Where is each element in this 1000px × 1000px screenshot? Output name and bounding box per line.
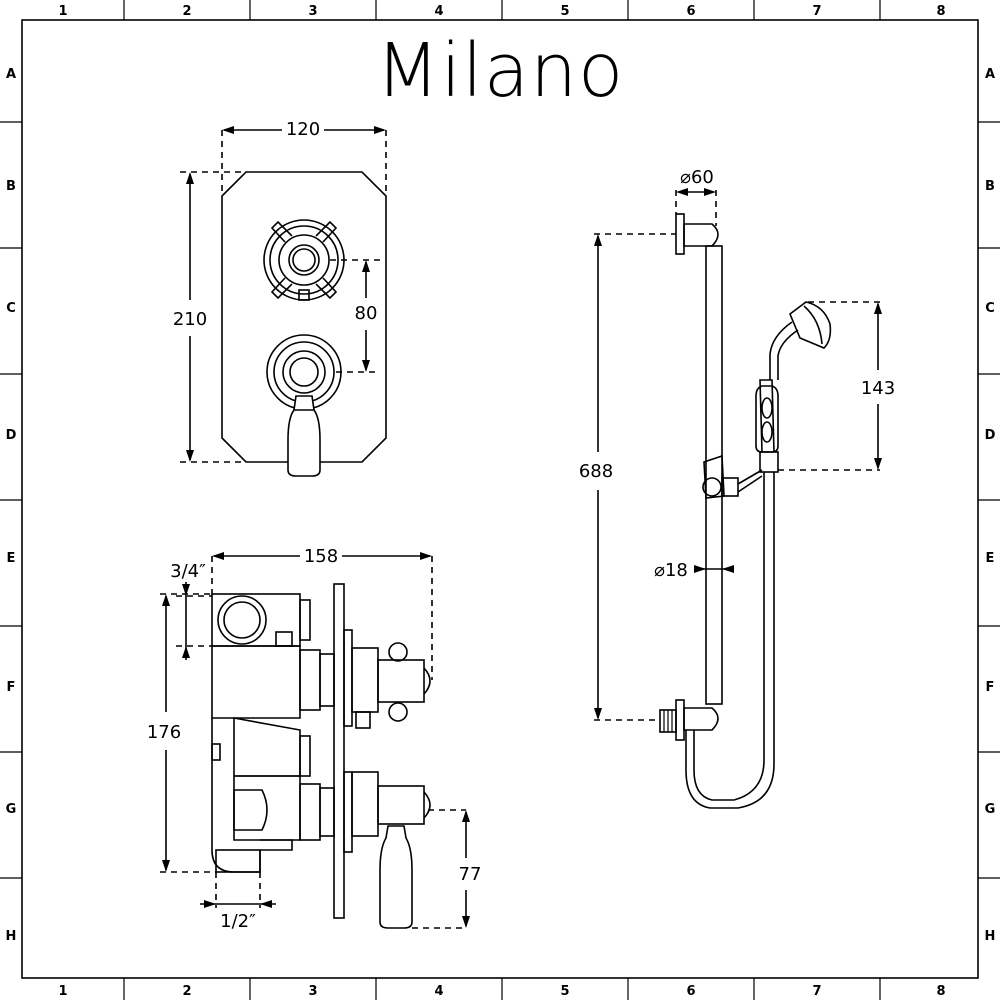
- grid-row-label-left: A: [6, 67, 16, 82]
- grid-row-label-right: F: [986, 680, 995, 695]
- handset-height-label: 143: [861, 378, 895, 399]
- grid-row-label-left: B: [6, 179, 16, 194]
- grid-row-label-left: C: [6, 301, 16, 316]
- grid-row-label-right: A: [985, 67, 995, 82]
- valve-height-label: 176: [147, 722, 181, 743]
- inlet-size-label: 1/2″: [220, 911, 256, 932]
- grid-col-label-bottom: 2: [182, 984, 191, 999]
- grid-col-label-bottom: 3: [308, 984, 317, 999]
- rail-diameter-label: ⌀18: [654, 560, 688, 581]
- faceplate-front-view: [221, 171, 387, 477]
- grid-row-label-right: G: [985, 802, 996, 817]
- grid-row-label-left: E: [7, 551, 16, 566]
- grid-row-label-left: G: [6, 802, 17, 817]
- grid-col-label-top: 7: [812, 4, 821, 19]
- outlet-size-label: 3/4″: [170, 561, 206, 582]
- valve-depth-label: 158: [304, 546, 338, 567]
- grid-row-label-right: C: [985, 301, 995, 316]
- valve-side-view: [211, 583, 431, 929]
- grid-col-label-top: 8: [936, 4, 945, 19]
- grid-col-label-bottom: 6: [686, 984, 695, 999]
- rail-length-label: 688: [579, 461, 613, 482]
- grid-row-label-right: D: [985, 428, 996, 443]
- grid-col-label-top: 5: [560, 4, 569, 19]
- grid-row-label-right: H: [985, 929, 996, 944]
- grid-row-label-right: B: [985, 179, 995, 194]
- valve-dimension-lines: [160, 552, 470, 929]
- grid-col-label-top: 4: [434, 4, 443, 19]
- grid-col-label-bottom: 1: [58, 984, 67, 999]
- grid-col-label-top: 6: [686, 4, 695, 19]
- grid-row-label-left: F: [7, 680, 16, 695]
- drawing-border: [21, 19, 979, 979]
- grid-col-label-bottom: 7: [812, 984, 821, 999]
- grid-col-label-top: 3: [308, 4, 317, 19]
- grid-col-label-bottom: 8: [936, 984, 945, 999]
- handle-spacing-label: 80: [355, 303, 378, 324]
- rail-dimension-lines: [594, 188, 882, 721]
- grid-row-label-left: D: [6, 428, 17, 443]
- grid-row-label-left: H: [6, 929, 17, 944]
- grid-row-label-right: E: [986, 551, 995, 566]
- brand-title: Milano: [376, 28, 625, 114]
- faceplate-dimension-lines: [180, 126, 387, 463]
- lever-drop-label: 77: [459, 864, 482, 885]
- riser-rail-kit: [659, 213, 832, 809]
- plate-width-label: 120: [286, 119, 320, 140]
- plate-height-label: 210: [173, 309, 207, 330]
- grid-col-label-top: 2: [182, 4, 191, 19]
- grid-col-label-bottom: 5: [560, 984, 569, 999]
- grid-col-label-top: 1: [58, 4, 67, 19]
- bracket-diameter-label: ⌀60: [680, 167, 714, 188]
- grid-col-label-bottom: 4: [434, 984, 443, 999]
